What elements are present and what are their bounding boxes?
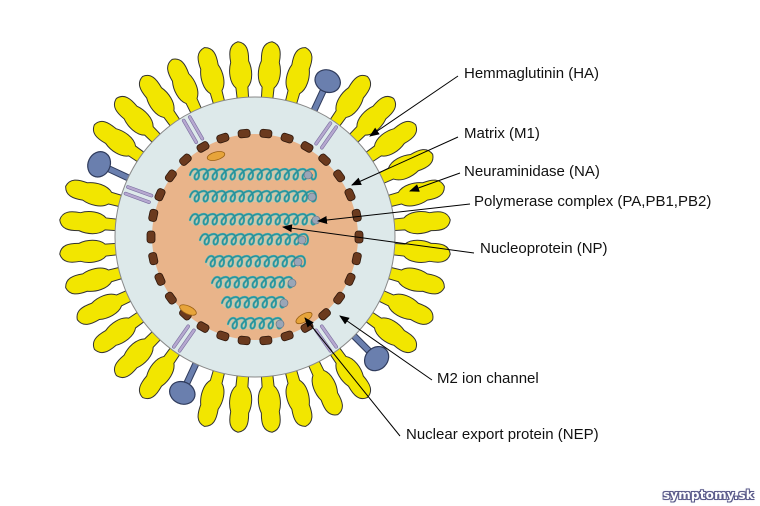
label-m2-ion-channel: M2 ion channel: [437, 370, 539, 387]
nuclear-export-proteins: [179, 151, 313, 325]
label-matrix: Matrix (M1): [464, 125, 540, 142]
matrix-protein: [300, 141, 314, 153]
matrix-protein: [179, 153, 192, 166]
polymerase-complex: [307, 192, 317, 202]
matrix-protein: [280, 330, 294, 342]
matrix-protein: [237, 335, 251, 346]
matrix-protein: [164, 169, 177, 183]
matrix-protein: [196, 321, 210, 333]
leader-nep: [304, 317, 401, 437]
label-hemagglutinin: Hemmaglutinin (HA): [464, 65, 600, 82]
polymerase-complex: [303, 170, 313, 180]
label-nuclear-export-protein: Nuclear export protein (NEP): [406, 426, 599, 443]
m2-channel: [123, 185, 154, 204]
label-neuraminidase: Neuraminidase (NA): [464, 163, 600, 180]
polymerase-complex: [293, 257, 303, 267]
m2-ion-channels: [123, 115, 338, 353]
matrix-protein: [333, 169, 346, 183]
leader-m2: [339, 315, 433, 381]
matrix-protein: [259, 335, 273, 346]
matrix-protein: [148, 208, 159, 222]
matrix-protein: [154, 188, 166, 202]
label-leader-lines: [282, 75, 475, 437]
matrix-protein: [216, 132, 230, 144]
rnp-segment: [198, 232, 310, 246]
rnp-segment: [188, 189, 318, 203]
leader-nucleoprotein: [282, 224, 475, 254]
matrix-protein: [148, 252, 159, 266]
polymerase-complex: [279, 298, 289, 308]
watermark: symptomy.sk: [662, 488, 754, 502]
polymerase-complex: [311, 215, 321, 225]
rnp-segment: [210, 275, 297, 289]
label-polymerase-complex: Polymerase complex (PA,PB1,PB2): [474, 193, 712, 210]
nep-protein: [179, 304, 197, 316]
matrix-protein: [351, 208, 362, 222]
virion: [59, 41, 451, 433]
leader-matrix: [351, 136, 459, 186]
matrix-protein: [216, 330, 230, 342]
matrix-protein: [259, 128, 273, 139]
matrix-protein: [164, 291, 177, 305]
ribonucleoprotein-segments: [188, 167, 321, 330]
polymerase-complex: [275, 319, 285, 329]
m2-channel: [172, 324, 196, 353]
rnp-segment: [226, 316, 285, 330]
label-nucleoprotein: Nucleoprotein (NP): [480, 240, 608, 257]
m2-channel: [181, 115, 205, 144]
matrix-protein: [333, 291, 346, 305]
rnp-segment: [188, 167, 318, 181]
leader-polymerase: [317, 203, 471, 224]
matrix-protein: [196, 141, 210, 153]
matrix-protein: [154, 272, 166, 286]
nep-protein: [206, 151, 226, 161]
rnp-segment: [220, 295, 289, 309]
matrix-protein: [280, 132, 294, 144]
leader-hemagglutinin: [369, 75, 459, 137]
leader-neuraminidase: [409, 172, 461, 192]
matrix-protein: [318, 308, 331, 321]
matrix-protein: [344, 188, 356, 202]
matrix-protein: [146, 230, 156, 244]
polymerase-complex: [287, 278, 297, 288]
polymerase-complex: [297, 235, 307, 245]
m2-channel: [314, 121, 338, 150]
rnp-segment: [188, 212, 321, 226]
matrix-protein: [351, 252, 362, 266]
rnp-segment: [204, 254, 307, 268]
matrix-protein: [237, 128, 251, 139]
matrix-protein: [318, 153, 331, 166]
matrix-protein: [344, 272, 356, 286]
